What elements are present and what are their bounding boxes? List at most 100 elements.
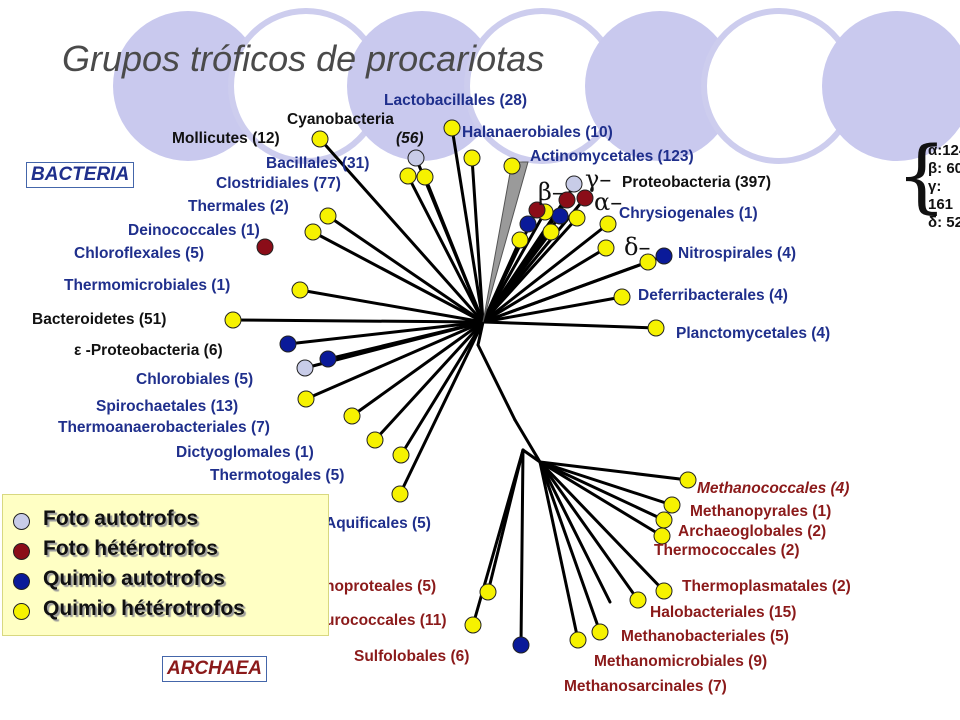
legend-label: Quimio autotrofos <box>43 567 225 590</box>
archaea-domain-label: ARCHAEA <box>162 656 267 682</box>
label-aquificales: Aquificales (5) <box>325 515 431 532</box>
actinomycetales-node <box>503 157 521 175</box>
lactobacillales-node <box>443 119 461 137</box>
beta-node-2 <box>528 201 546 219</box>
actinomycetales-wedge <box>482 161 529 323</box>
archaea-branch <box>471 448 525 627</box>
tree-nodes <box>224 119 697 654</box>
methanococcales-node <box>679 471 697 489</box>
bacteria-branch <box>326 214 485 324</box>
label-methanosarcinales: Methanosarcinales (7) <box>564 678 727 695</box>
label-methanococcales: Methanococcales (4) <box>697 480 850 497</box>
nitrospirales-node-2 <box>655 247 673 265</box>
label-deferribacterales: Deferribacterales (4) <box>638 287 788 304</box>
label-spirochaetales: Spirochaetales (13) <box>96 398 239 415</box>
label-archaeoglobales: Archaeoglobales (2) <box>678 523 827 540</box>
proteobacteria-branch <box>481 254 666 324</box>
thermococcales-node <box>653 527 671 545</box>
beta-node-3 <box>519 215 537 233</box>
archaea-branch <box>538 460 666 593</box>
methanosarcinales-node <box>569 631 587 649</box>
bacteria-branch <box>481 320 658 330</box>
legend-label: Quimio hétérotrofos <box>43 597 245 620</box>
alpha-class-label: α– <box>594 188 623 216</box>
bacteria-branch <box>481 295 624 324</box>
label-lactobacillales: Lactobacillales (28) <box>384 92 528 109</box>
label-thermococcales: Thermococcales (2) <box>654 542 800 559</box>
counts-brace: { <box>896 129 947 222</box>
bacteria-branch <box>399 320 485 457</box>
chrysiogenales-node <box>599 215 617 233</box>
thermotogales-node <box>392 446 410 464</box>
bacteria-domain-label: BACTERIA <box>26 162 135 188</box>
archaea-branch <box>538 460 674 507</box>
alpha-node-1 <box>568 209 586 227</box>
label-epsilon-proteobacteria: ε -Proteobacteria (6) <box>74 342 223 359</box>
deferribacterales-node <box>613 288 631 306</box>
chlorobiales-node <box>296 359 314 377</box>
thermoproteales-node <box>479 583 497 601</box>
photoheterotroph-swatch <box>13 543 30 560</box>
bacteria-branch <box>304 320 485 401</box>
archaea-branch <box>538 460 690 482</box>
label-methanopyrales: Methanopyrales (1) <box>690 503 832 520</box>
beta-class-label: β– <box>538 178 564 206</box>
legend: Foto autotrofos Foto hétérotrofos Quimio… <box>2 494 329 636</box>
delta-node <box>597 239 615 257</box>
label-thermomicrobiales: Thermomicrobiales (1) <box>64 277 231 294</box>
bacteroidetes-node <box>224 311 242 329</box>
bacteria-branch <box>423 175 485 324</box>
label-planctomycetales: Planctomycetales (4) <box>676 325 831 342</box>
label-cyanobacteria: Cyanobacteria <box>287 111 394 128</box>
gamma-class-label: γ– <box>585 165 612 193</box>
label-methanomicrobiales: Methanomicrobiales (9) <box>594 653 768 670</box>
archaea-branch <box>538 460 612 604</box>
archaea-branch <box>538 460 666 522</box>
archaea-branch <box>538 460 580 642</box>
page-title: Grupos tróficos de procariotas <box>62 38 545 79</box>
legend-label: Foto hétérotrofos <box>43 537 218 560</box>
gamma-node-1 <box>542 223 560 241</box>
decor-circle <box>822 11 960 161</box>
label-methanobacteriales: Methanobacteriales (5) <box>621 628 789 645</box>
spirochaetales-node <box>297 390 315 408</box>
bacteria-branch <box>406 174 485 324</box>
label-thermoproteales: noproteales (5) <box>325 578 437 595</box>
beta-count: β: 60 <box>928 160 960 177</box>
label-thermales: Thermales (2) <box>188 198 289 215</box>
archaea-branch <box>519 448 525 647</box>
decorative-circles <box>113 8 960 164</box>
alpha-node-4 <box>576 189 594 207</box>
desulfurococcales-node <box>464 616 482 634</box>
delta-class-label: δ– <box>624 233 651 261</box>
archaea-branch <box>538 460 602 634</box>
legend-label: Foto autotrofos <box>43 507 199 530</box>
thermomicrobiales-node <box>291 281 309 299</box>
alpha-node-3 <box>558 191 576 209</box>
archaea-branch <box>538 460 640 602</box>
label-bacteroidetes: Bacteroidetes (51) <box>32 311 167 328</box>
label-thermoplasmatales: Thermoplasmatales (2) <box>682 578 851 595</box>
bacteria-branch <box>481 246 608 324</box>
label-dictyoglomales: Dictyoglomales (1) <box>176 444 314 461</box>
bacteria-branch <box>311 230 485 324</box>
label-clostridiales: Clostridiales (77) <box>216 175 341 192</box>
sulfolobales-node <box>512 636 530 654</box>
epsilon-node-1 <box>279 335 297 353</box>
gamma-node-2 <box>565 175 583 193</box>
label-mollicutes: Mollicutes (12) <box>172 130 280 147</box>
bacteria-branch <box>470 156 485 324</box>
label-deinococcales: Deinococcales (1) <box>128 222 260 239</box>
label-bacillales: Bacillales (31) <box>266 155 370 172</box>
thermales-node <box>319 207 337 225</box>
decor-circle <box>113 11 263 161</box>
aquificales-node <box>391 485 409 503</box>
halanaerobiales-node <box>463 149 481 167</box>
nitrospirales-node-1 <box>639 253 657 271</box>
bacteria-branch <box>231 318 485 324</box>
bacteria-branch <box>286 320 485 346</box>
label-thermotogales: Thermotogales (5) <box>210 467 345 484</box>
bacteria-branch <box>318 137 485 324</box>
